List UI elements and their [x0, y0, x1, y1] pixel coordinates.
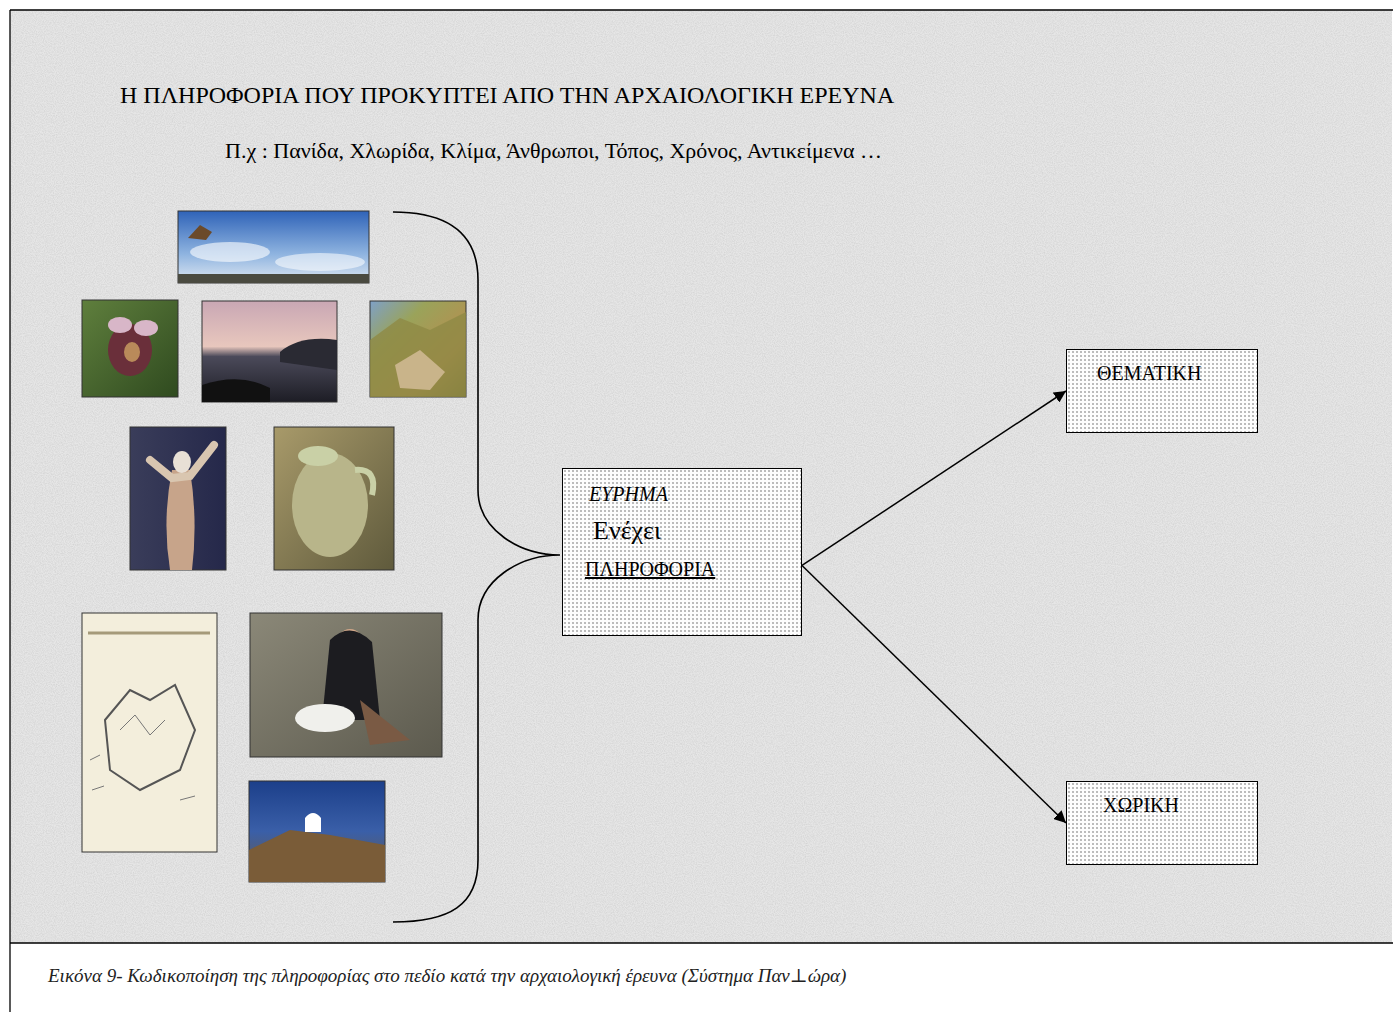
process-box: ΘΕΜΑΤΙΚΗ	[1066, 349, 1258, 433]
photo-woman-lamb	[250, 613, 442, 757]
photo-figurine	[130, 427, 226, 570]
subtitle-label: Π.χ : Πανίδα, Χλωρίδα, Κλίμα, Άνθρωποι, …	[225, 138, 882, 164]
caption: Εικόνα 9- Κωδικοποίηση της πληροφορίας σ…	[48, 964, 846, 987]
photo-sunset	[202, 301, 337, 402]
box-text: ΘΕΜΑΤΙΚΗ	[1097, 362, 1243, 385]
process-box: ΧΩΡΙΚΗ	[1066, 781, 1258, 865]
ground	[10, 10, 1392, 943]
arrow-connector	[802, 565, 1066, 823]
frame-line	[10, 9, 1393, 10]
photo-orchid	[82, 300, 178, 397]
arrow-connector	[802, 391, 1066, 565]
ground-grain	[10, 10, 1392, 943]
photo-jar	[274, 427, 394, 570]
box-text: ΕΥΡΗΜΑ	[589, 483, 785, 506]
frame-line	[10, 942, 1393, 943]
photo-church	[249, 781, 385, 882]
photo-hawk	[178, 211, 369, 283]
title: Η ΠΛΗΡΟΦΟΡΙΑ ΠΟΥ ΠΡΟΚΥΠΤΕΙ ΑΠΟ ΤΗΝ ΑΡΧΑΙ…	[120, 82, 894, 109]
box-text: Ενέχει	[593, 516, 785, 546]
box-text: ΧΩΡΙΚΗ	[1103, 794, 1243, 817]
brace	[393, 212, 560, 922]
process-box: ΕΥΡΗΜΑ ΕνέχειΠΛΗΡΟΦΟΡΙΑ	[562, 468, 802, 636]
box-text: ΠΛΗΡΟΦΟΡΙΑ	[585, 558, 785, 581]
photo-rocks	[370, 301, 466, 397]
photo-map	[82, 613, 217, 852]
frame-line	[9, 10, 10, 1012]
